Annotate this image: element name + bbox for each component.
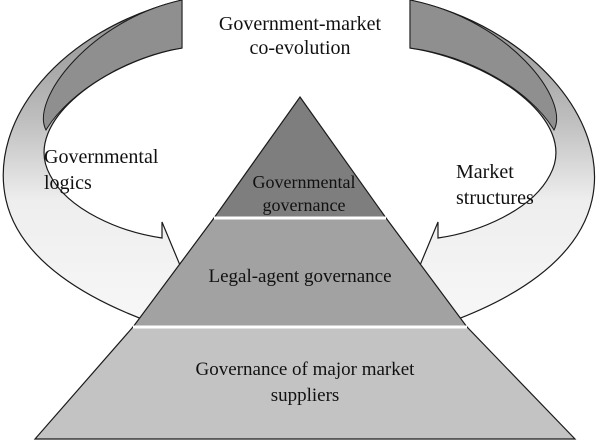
top-label-line-2: co-evolution [249,37,350,59]
top-tier-label-line-2: governance [263,195,346,215]
pyramid-bottom-tier [33,326,577,440]
left-label-line-1: Governmental [44,146,159,168]
bottom-tier-label-line-2: suppliers [271,385,340,406]
right-label-line-2: structures [456,187,534,209]
left-arrow-shade [42,0,183,132]
right-label-line-1: Market [456,161,514,183]
bottom-tier-label-line-1: Governance of major market [196,359,416,380]
middle-tier-label: Legal-agent governance [208,266,391,287]
top-label-line-1: Government-market [219,13,382,35]
left-label-line-2: logics [44,172,92,194]
right-arrow-shade [409,0,558,132]
top-tier-label-line-1: Governmental [253,172,356,192]
